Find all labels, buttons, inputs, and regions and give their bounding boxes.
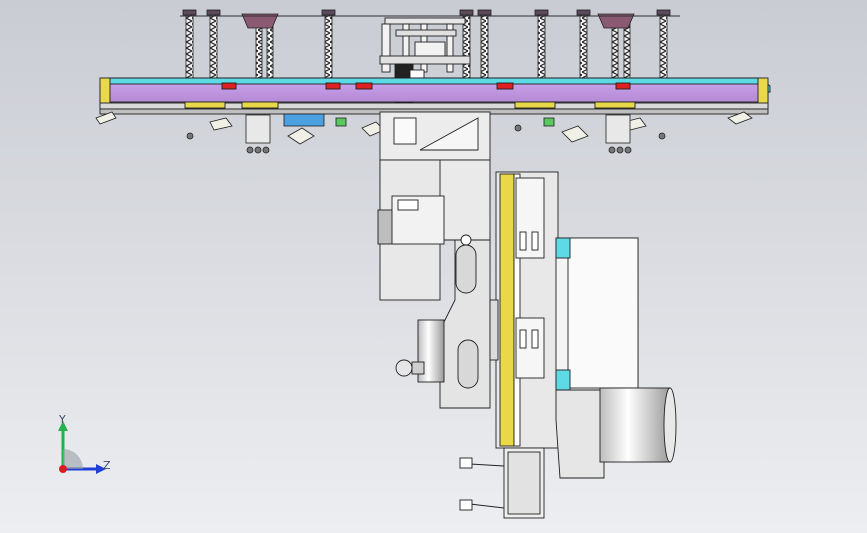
lower-clamps xyxy=(95,111,753,154)
z-axis-head xyxy=(96,464,106,474)
linear-axis xyxy=(459,171,559,519)
z-axis-label: Z xyxy=(103,459,111,472)
y-axis-label: Y xyxy=(59,413,66,426)
main-column xyxy=(377,159,491,409)
coordinate-triad xyxy=(40,405,120,485)
top-bolts xyxy=(180,9,680,114)
triad-origin xyxy=(63,449,83,469)
y-axis-head xyxy=(58,421,68,431)
origin-dot xyxy=(59,465,67,473)
right-housing xyxy=(555,237,677,479)
support-bracket xyxy=(379,111,491,161)
top-plate xyxy=(99,77,771,115)
